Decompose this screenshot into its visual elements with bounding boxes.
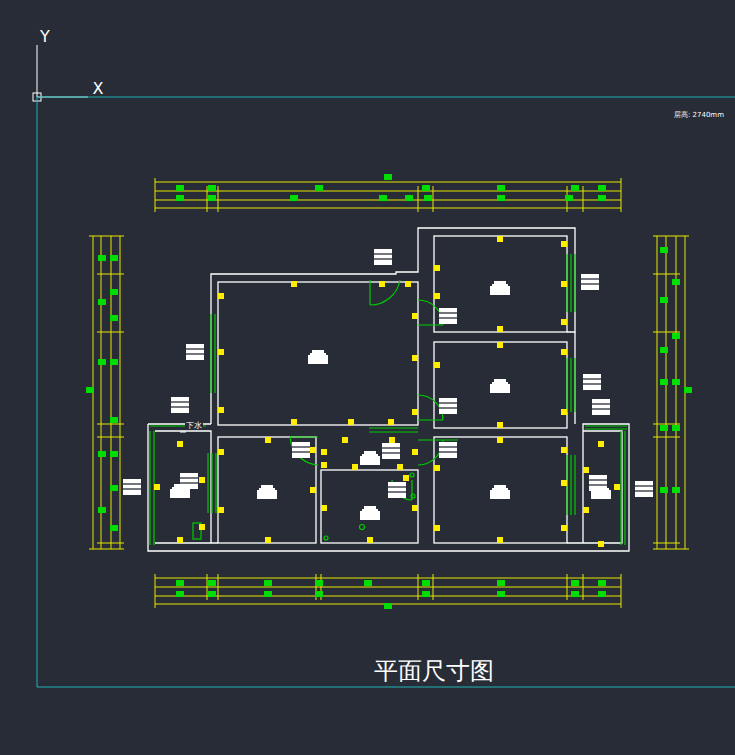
drawing-caption: 平面尺寸图 <box>374 658 494 684</box>
storey-height-note: 层高: 2740mm <box>674 112 724 120</box>
drain-note: 下水 <box>185 422 203 431</box>
axis-label: Y <box>40 28 50 46</box>
axis-label: X <box>93 80 104 98</box>
